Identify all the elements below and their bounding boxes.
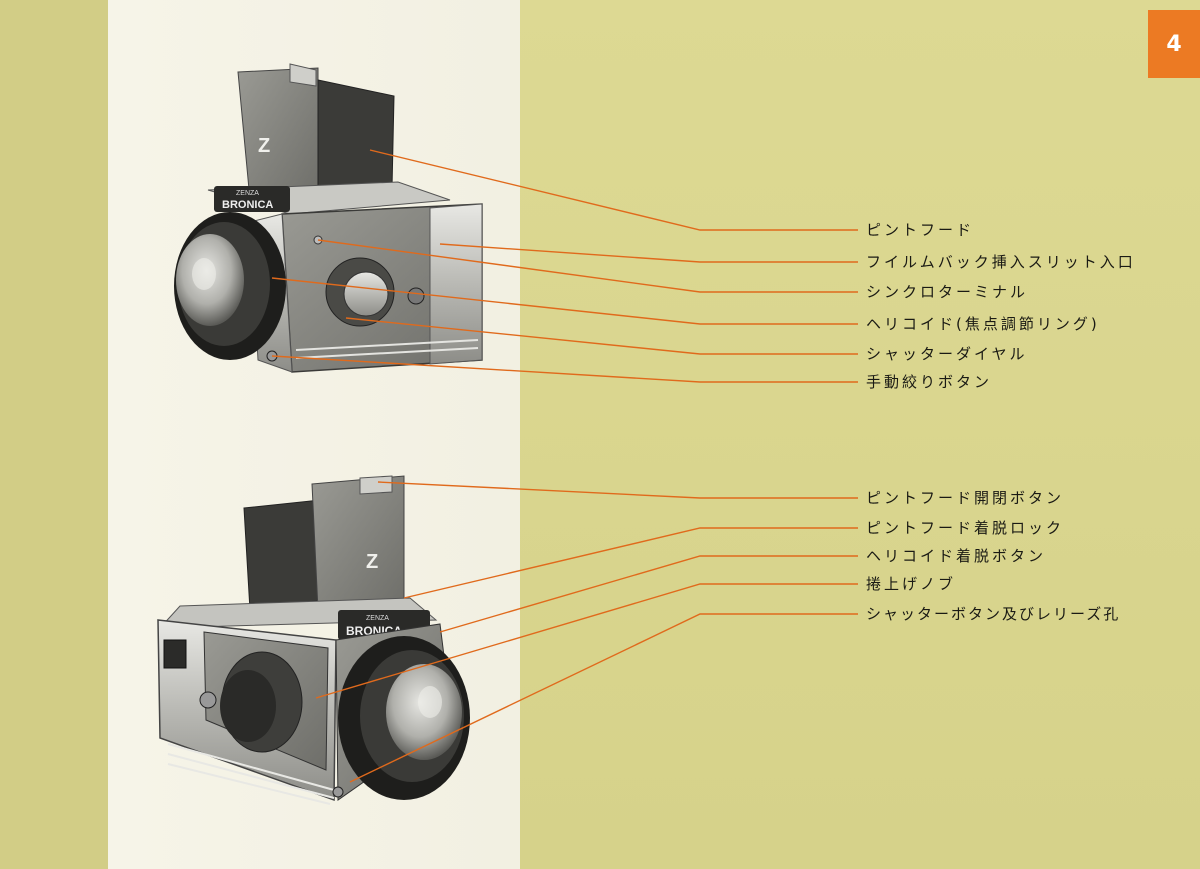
leader-line bbox=[439, 243, 858, 263]
label-hood-open-button: ピントフード開閉ボタン bbox=[866, 489, 1065, 507]
left-margin-strip bbox=[0, 0, 110, 869]
brand-top: BRONICA bbox=[222, 199, 273, 211]
label-sync-terminal: シンクロターミナル bbox=[866, 283, 1029, 301]
leader-line bbox=[403, 527, 858, 599]
leader-line bbox=[345, 317, 858, 355]
leader-line bbox=[317, 239, 858, 293]
label-helicoid: ヘリコイド(焦点調節リング) bbox=[866, 315, 1100, 333]
caption-panel bbox=[520, 0, 1200, 869]
label-winding-knob: 捲上げノブ bbox=[866, 575, 957, 593]
leader-line bbox=[349, 613, 858, 783]
hood-flap-bottom bbox=[243, 499, 323, 611]
leader-line bbox=[377, 481, 858, 499]
hood-mark-bottom: Z bbox=[366, 551, 378, 573]
focus-hood-top bbox=[237, 67, 319, 201]
svg-text:ZENZA: ZENZA bbox=[366, 615, 389, 622]
winding-knob-bottom bbox=[163, 639, 187, 669]
label-helicoid-release: ヘリコイド着脱ボタン bbox=[866, 547, 1047, 565]
leader-line bbox=[271, 277, 858, 325]
camera-top-illustration: Z ZENZA BRONICA bbox=[174, 63, 483, 373]
label-shutter-release: シャッターボタン及びレリーズ孔 bbox=[866, 605, 1121, 623]
leader-line bbox=[439, 555, 858, 633]
label-manual-aperture: 手動絞りボタン bbox=[866, 373, 993, 391]
leader-lines bbox=[271, 149, 858, 783]
hood-mark-top: Z bbox=[258, 135, 270, 157]
camera-bottom-illustration: Z ZENZA BRONICA bbox=[157, 475, 470, 805]
focus-hood-bottom bbox=[311, 475, 405, 611]
label-focus-hood: ピントフード bbox=[866, 221, 975, 239]
svg-text:ZENZA: ZENZA bbox=[236, 190, 259, 197]
leader-line bbox=[369, 149, 858, 231]
label-hood-lock: ピントフード着脱ロック bbox=[866, 519, 1065, 537]
hood-flap-top bbox=[317, 79, 395, 191]
leader-line bbox=[271, 355, 858, 383]
nameplate-top bbox=[214, 186, 290, 212]
leader-line bbox=[315, 583, 858, 699]
label-film-back-slit: フイルムバック挿入スリット入口 bbox=[866, 253, 1136, 271]
page-number-badge: 4 bbox=[1148, 10, 1200, 78]
label-shutter-dial: シャッターダイヤル bbox=[866, 345, 1028, 363]
